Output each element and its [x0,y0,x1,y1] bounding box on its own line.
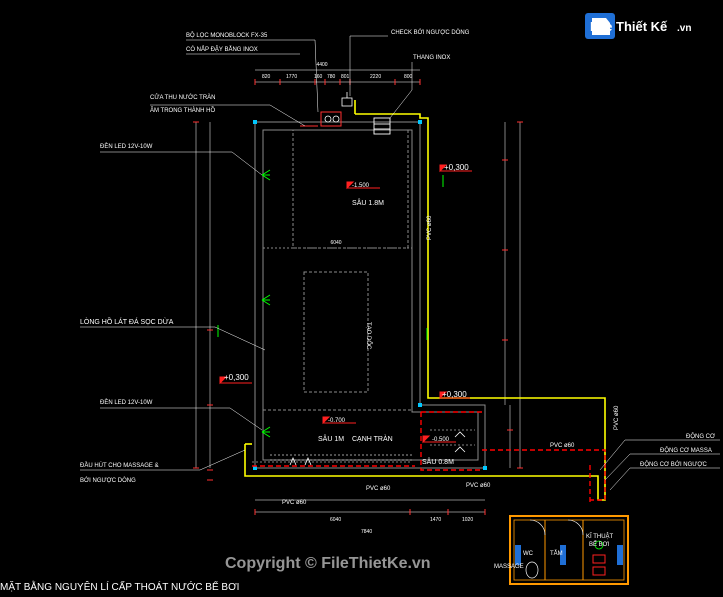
label-slope: TẠO DỐC [365,322,372,350]
logo-domain: .vn [677,23,691,34]
label-pump-2: ĐỘNG CƠ MASSA [660,447,712,454]
label-massage-bottom: MASSAGE [494,564,524,570]
dim-bottom-1: 6040 [330,517,341,523]
label-pool-lining: LÒNG HỒ LÁT ĐÁ SỌC DỪA [80,316,174,326]
label-monoblock-2: CÓ NẮP ĐẬY BẰNG INOX [186,45,258,53]
dim-top-total: 4400 [316,62,327,68]
dim-bottom-3: 7840 [361,529,372,535]
label-pump-3: ĐỘNG CƠ BỚI NGƯỢC [640,461,708,468]
dim-bottom-2: 1470 [430,517,441,523]
logo-brand: File Thiết Kế [590,19,668,34]
level-1: -1.500 [352,183,370,189]
room-tech-2: BỂ BƠI [589,541,610,548]
ladder-symbol [373,117,391,135]
check-valve-symbol [341,92,353,107]
room-tech-1: KĨ THUẬT [586,533,614,540]
level-5: +0,300 [224,373,249,382]
dim-top-2: 1770 [286,74,297,80]
massage-jets [289,431,466,466]
step-zone [270,454,412,461]
label-pipe-5: PVC ø60 [282,500,307,506]
level-6: +0,300 [442,390,467,399]
site-logo: File Thiết Kế .vn [585,13,691,39]
pillars [253,120,487,470]
level-4: +0,300 [444,163,469,172]
dim-top-5: 801 [341,74,350,80]
dimension-ticks [193,79,523,515]
dimension-lines [195,69,521,513]
copyright-watermark: Copyright © FileThietKe.vn [225,555,431,572]
label-pipe-3: PVC ø60 [550,443,575,449]
equipment-room [509,515,629,585]
dim-bottom-4: 1020 [462,517,473,523]
dim-top-7: 800 [404,74,413,80]
label-pump-1: ĐỘNG CƠ [686,433,715,440]
label-check-valve: CHECK BỚI NGƯỢC DÒNG [391,29,470,36]
label-overflow-edge: CẠNH TRÀN [352,434,393,443]
label-pipe-1: PVC ø60 [427,215,433,240]
dim-top-3: 160 [314,74,323,80]
label-led-top: ĐÈN LED 12V-10W [100,143,153,150]
room-wc: WC [523,551,534,557]
return-pipe [252,411,606,505]
label-massage-1: ĐẦU HÚT CHO MASSAGE & [80,462,159,469]
level-3: -0.500 [432,437,450,443]
dim-top-1: 820 [262,74,271,80]
dim-inner: 6040 [330,240,341,246]
label-overflow-2: ÂM TRONG THÀNH HỒ [150,107,215,114]
label-depth-3: SÂU 0.8M [422,457,454,466]
monoblock-filter [320,111,342,127]
level-markers [219,164,472,444]
led-lights [217,169,444,438]
pipe-branches [252,429,475,463]
plan-title: MẶT BẰNG NGUYÊN LÍ CẤP THOÁT NƯỚC BỂ BƠI [0,580,239,592]
pool-walls [254,121,486,469]
label-monoblock-1: BỘ LỌC MONOBLOCK FX-35 [186,32,268,39]
label-massage-2: BỚI NGƯỢC DÒNG [80,477,136,484]
dim-top-6: 2220 [370,74,381,80]
label-led-bottom: ĐÈN LED 12V-10W [100,399,153,406]
label-depth-2: SÂU 1M [318,434,344,443]
label-depth-1: SÂU 1.8M [352,198,384,207]
label-pipe-2: PVC ø60 [614,405,620,430]
label-pipe-4: PVC ø60 [366,486,391,492]
label-pipe-6: PVC ø60 [466,483,491,489]
label-overflow-1: CỬA THU NƯỚC TRÀN [150,94,216,101]
leader-lines [80,35,720,491]
room-bath: TẮM [550,549,563,557]
dim-top-4: 780 [327,74,336,80]
label-ladder: THANG INOX [413,55,450,61]
level-2: -0.700 [328,418,346,424]
